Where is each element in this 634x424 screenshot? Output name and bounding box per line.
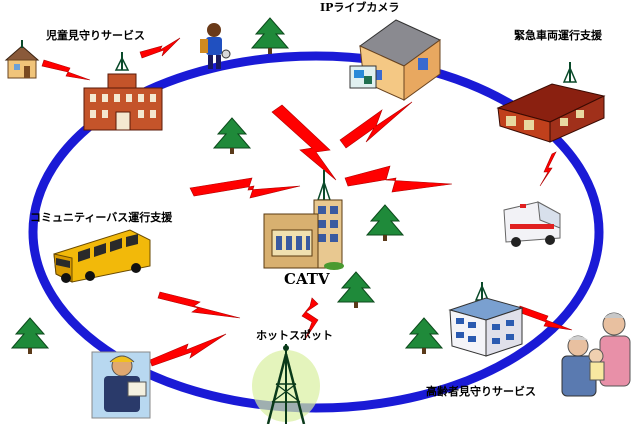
bus-icon xyxy=(53,229,151,283)
lightning-icon xyxy=(149,333,227,367)
hotspot-tower-icon xyxy=(252,344,320,424)
label-emergency-vehicle: 緊急車両運行支援 xyxy=(514,29,602,42)
lightning-icon xyxy=(339,101,413,149)
tree-icon xyxy=(10,317,50,354)
tree-icon xyxy=(404,317,444,354)
tree-icon xyxy=(250,17,290,54)
lightning-icon xyxy=(41,59,91,81)
lightning-icon xyxy=(189,177,301,199)
label-community-bus: コミュニティーバス運行支援 xyxy=(30,211,173,224)
lightning-icon xyxy=(271,104,337,181)
lightning-icon xyxy=(157,291,241,319)
hospital-icon xyxy=(448,282,524,357)
elderly-people-icon xyxy=(561,312,631,397)
lightning-group xyxy=(41,37,573,367)
tree-icon xyxy=(336,271,376,308)
house-icon xyxy=(4,40,40,79)
lightning-icon xyxy=(517,305,573,331)
label-catv: CATV xyxy=(284,270,330,288)
catv-station-icon xyxy=(263,170,344,270)
lightning-icon xyxy=(301,297,319,339)
label-ip-camera: IPライブカメラ xyxy=(320,1,400,14)
label-child-watch: 児童見守りサービス xyxy=(46,29,145,42)
ambulance-icon xyxy=(503,201,561,247)
trees xyxy=(10,17,444,354)
ip-camera-house-icon xyxy=(349,19,441,101)
tree-icon xyxy=(365,204,405,241)
label-hotspot: ホットスポット xyxy=(256,329,333,342)
worker-phone-icon xyxy=(91,351,151,419)
label-elderly-watch: 高齢者見守りサービス xyxy=(426,385,536,398)
lightning-icon xyxy=(344,165,453,193)
school-building-icon xyxy=(83,52,163,131)
child-icon xyxy=(200,23,231,69)
network-ring xyxy=(28,51,604,413)
lightning-icon xyxy=(539,151,557,187)
tree-icon xyxy=(212,117,252,154)
lightning-icon xyxy=(139,37,181,59)
fire-station-icon xyxy=(496,62,606,143)
